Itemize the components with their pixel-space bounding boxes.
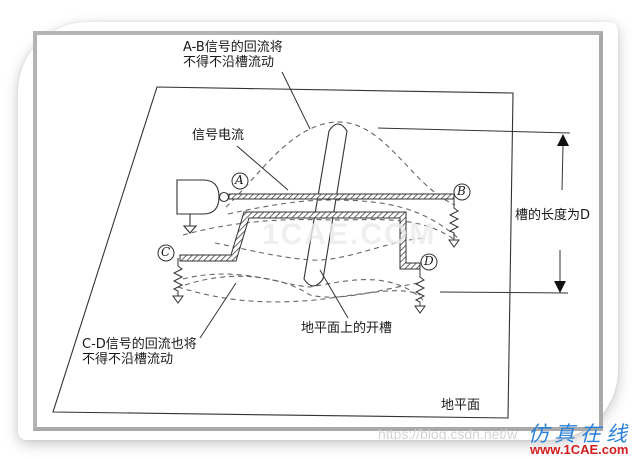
center-watermark: 1CAE.COM — [262, 218, 437, 251]
node-b — [453, 183, 471, 201]
leader-lines — [199, 71, 349, 339]
resistor-c-icon — [172, 258, 184, 304]
node-c-label: C — [161, 245, 171, 259]
signal-current-label: 信号电流 — [192, 128, 245, 143]
node-b-label: B — [457, 184, 466, 198]
cd-return-label: C-D信号的回流也将 不得不沿槽流动 — [82, 337, 197, 367]
ground-plane-label: 地平面 — [441, 398, 481, 413]
slot-on-plane-label: 地平面上的开槽 — [301, 321, 393, 336]
node-d — [420, 253, 438, 271]
dimension-arrow-icon — [377, 127, 571, 294]
1cae-logo-text: 仿真在线 — [528, 422, 632, 446]
1cae-logo-url: www.1CAE.com — [530, 442, 629, 457]
cd-return-line2: 不得不沿槽流动 — [82, 352, 174, 367]
slot-icon — [303, 123, 348, 287]
ab-return-label: A-B信号的回流将 不得不沿槽流动 — [183, 40, 283, 70]
cd-return-path — [177, 237, 426, 303]
resistor-b-icon — [448, 199, 460, 248]
ground-plane — [52, 86, 514, 419]
node-a — [231, 172, 249, 190]
node-c — [157, 244, 175, 262]
ab-return-path — [182, 121, 459, 241]
driver-gate-icon — [176, 179, 230, 234]
ab-return-line2: 不得不沿槽流动 — [183, 55, 275, 70]
node-d-label: D — [424, 254, 434, 268]
trace-a-b — [228, 193, 455, 200]
node-a-label: A — [235, 173, 244, 187]
cd-return-line1: C-D信号的回流也将 — [82, 337, 197, 352]
slot-length-label: 槽的长度为D — [515, 208, 591, 223]
resistor-d-icon — [414, 269, 426, 314]
ab-return-line1: A-B信号的回流将 — [183, 40, 283, 55]
csdn-watermark: https://blog.csdn.net/w — [378, 426, 518, 442]
